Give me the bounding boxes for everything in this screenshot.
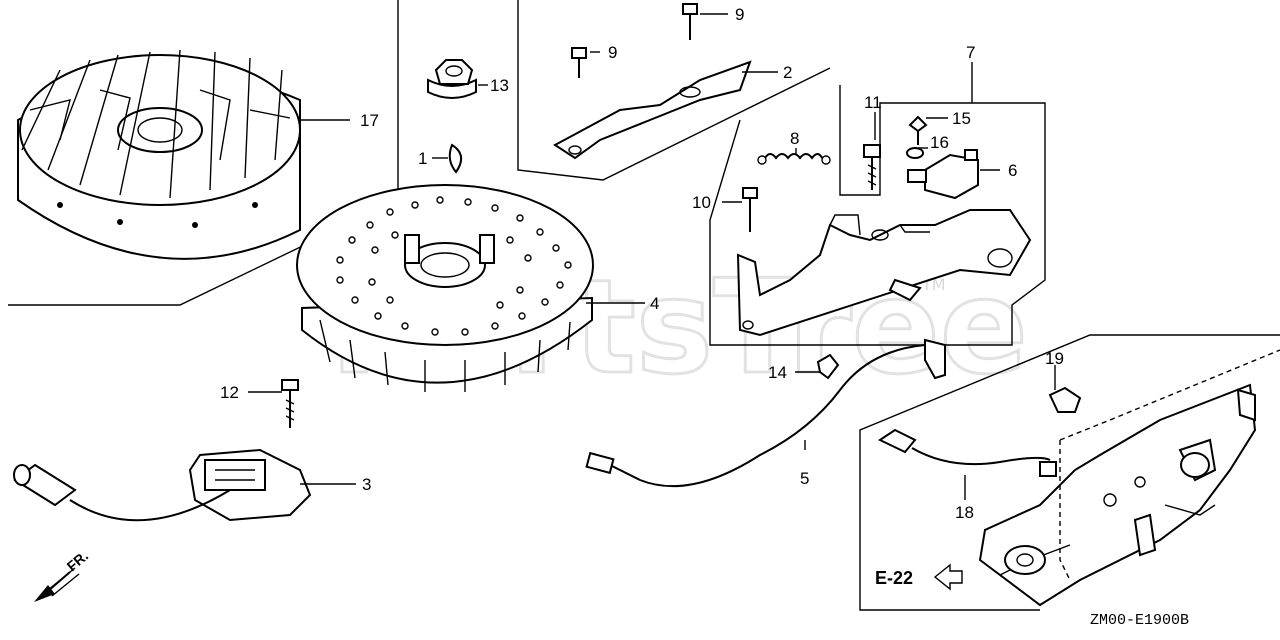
control-bracket	[736, 209, 1032, 337]
bolt-10	[742, 187, 758, 232]
washer-16	[906, 147, 924, 159]
callout-17: 17	[360, 111, 379, 130]
bolt-9-right	[682, 3, 698, 40]
callout-14: 14	[768, 363, 787, 382]
drawing-code: ZM00-E1900B	[1090, 612, 1189, 629]
callout-8: 8	[790, 129, 799, 148]
panel-border-bracket	[709, 85, 1046, 346]
flywheel-upper	[17, 49, 301, 260]
callout-4: 4	[650, 294, 659, 313]
panel-border-lower	[859, 334, 1280, 611]
wire-clip	[816, 353, 840, 380]
return-spring	[757, 153, 831, 165]
bolt-11	[863, 144, 881, 190]
harness-clamp	[1048, 386, 1082, 413]
callout-9-left: 9	[608, 43, 617, 62]
wire-harness	[585, 338, 946, 488]
callout-6: 6	[1008, 161, 1017, 180]
flywheel-main	[296, 184, 594, 392]
callout-19: 19	[1045, 349, 1064, 368]
callout-16: 16	[930, 133, 949, 152]
callout-15: 15	[952, 109, 971, 128]
arrow-left-icon	[933, 563, 963, 591]
cover-plate	[553, 60, 752, 160]
front-direction-indicator: FR.	[34, 548, 91, 602]
woodruff-key	[448, 143, 463, 174]
callout-3: 3	[362, 475, 371, 494]
reference-page-label[interactable]: E-22	[875, 568, 913, 588]
callout-10: 10	[692, 193, 711, 212]
throttle-control-assembly	[978, 349, 1280, 607]
ignition-coil	[13, 448, 312, 522]
front-direction-label: FR.	[64, 548, 92, 575]
bolt-9-left	[571, 47, 587, 78]
switch-wire	[877, 428, 1057, 477]
callout-18: 18	[955, 503, 974, 522]
callout-7: 7	[966, 43, 975, 62]
callout-1: 1	[418, 149, 427, 168]
panel-border-cover	[517, 0, 831, 181]
reference-page-indicator[interactable]: E-22	[875, 563, 963, 591]
callout-labels: 17 13 1 4 12 3 9 9 2 8 10 11 7 15 16 6 1…	[220, 5, 1064, 522]
callout-5: 5	[800, 469, 809, 488]
callout-9-right: 9	[735, 5, 744, 24]
callout-2: 2	[783, 63, 792, 82]
callout-12: 12	[220, 383, 239, 402]
leader-lines	[248, 13, 1056, 500]
callout-11: 11	[864, 93, 882, 112]
screw-15	[908, 115, 928, 145]
bolt-12	[281, 379, 299, 428]
callout-13: 13	[490, 76, 509, 95]
flange-nut	[427, 59, 477, 99]
stop-switch	[907, 149, 979, 200]
panel-border-flywheel	[8, 0, 399, 306]
